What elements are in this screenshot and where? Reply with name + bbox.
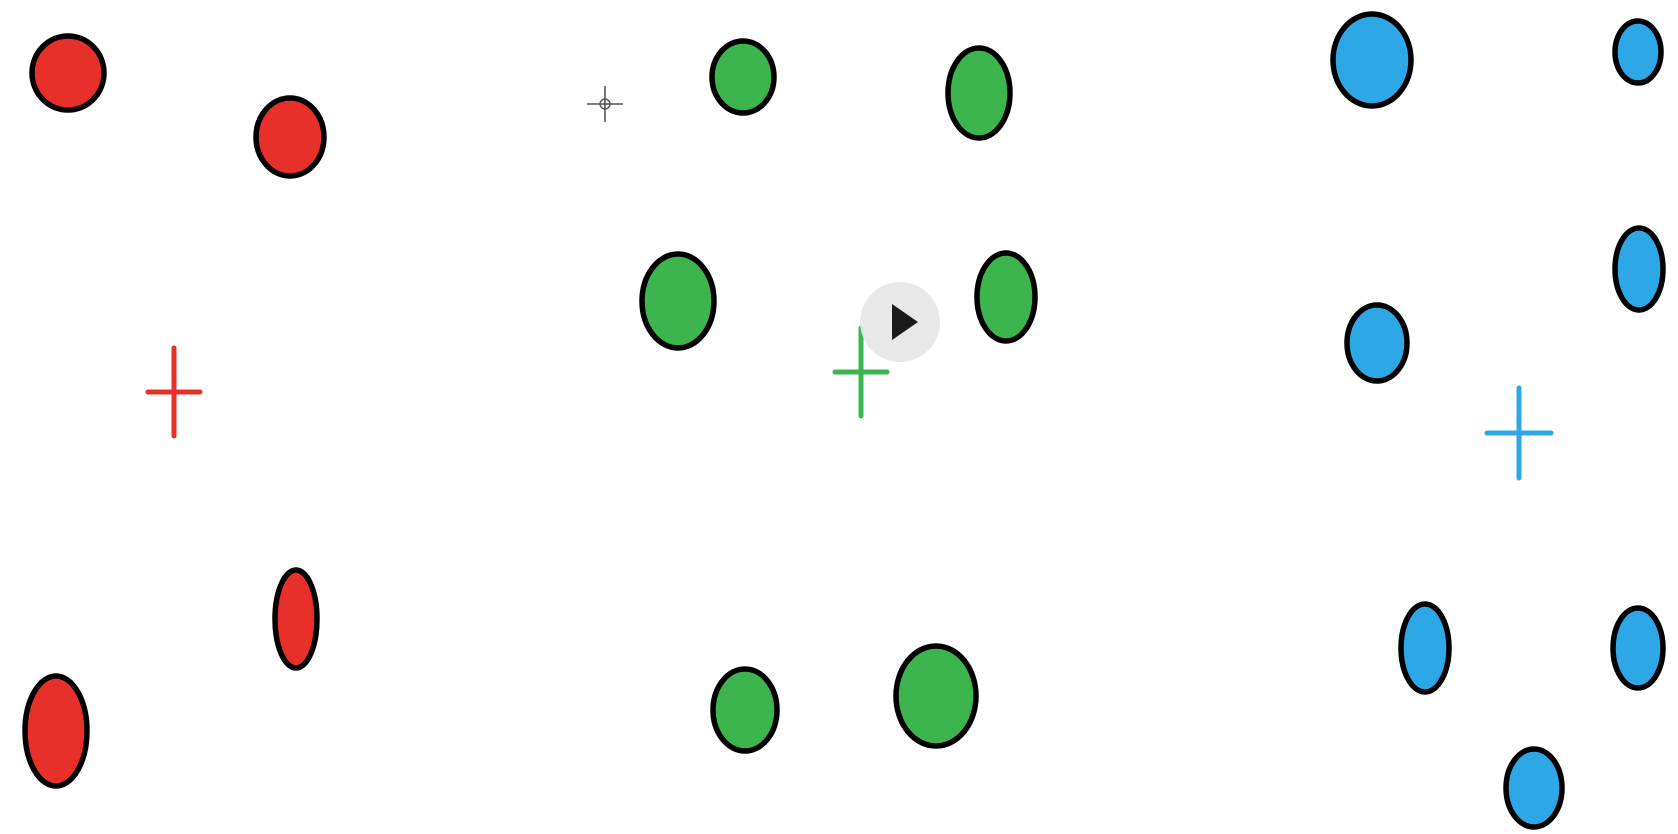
blue-centroid-marker (1484, 385, 1554, 481)
centroids-layer (145, 325, 1554, 481)
crosshair-cursor-icon (587, 86, 623, 122)
red-data-point (272, 567, 320, 671)
red-centroid-marker (145, 345, 203, 439)
red-data-point (22, 673, 90, 789)
red-data-point (253, 95, 327, 179)
blue-data-point (1330, 11, 1414, 109)
blue-data-point (1398, 601, 1452, 695)
green-data-point (893, 643, 979, 749)
play-button[interactable] (860, 282, 940, 362)
blue-data-point (1610, 605, 1666, 691)
green-data-point (710, 666, 780, 754)
green-data-point (709, 38, 777, 116)
red-data-point (29, 33, 107, 113)
blue-data-point (1612, 225, 1666, 313)
green-data-point (974, 250, 1038, 344)
blue-data-point (1612, 18, 1664, 86)
data-points-layer (22, 11, 1666, 830)
blue-data-point (1503, 746, 1565, 830)
green-centroid-marker (832, 325, 890, 419)
green-data-point (945, 45, 1013, 141)
play-icon[interactable] (892, 304, 918, 340)
blue-data-point (1344, 302, 1410, 384)
green-data-point (639, 251, 717, 351)
